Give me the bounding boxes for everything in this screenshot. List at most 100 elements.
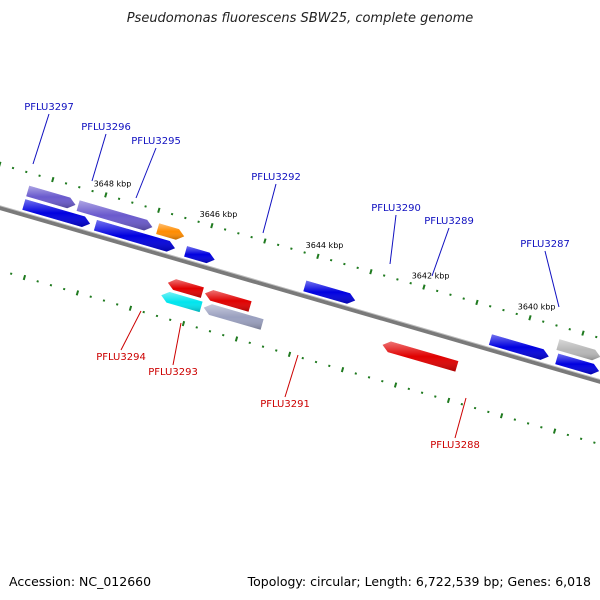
gene-label-PFLU3290[interactable]: PFLU3290 — [371, 203, 421, 214]
tick-outer — [170, 212, 174, 216]
tick-outer — [25, 170, 28, 174]
tick-inner — [434, 395, 437, 398]
tick-inner — [314, 360, 318, 364]
tick-outer — [157, 207, 161, 213]
tick-inner — [22, 274, 27, 281]
gene-g_f2d[interactable] — [555, 353, 600, 375]
tick-outer — [290, 247, 293, 250]
gene-g_r1a[interactable] — [167, 279, 204, 298]
tick-inner — [75, 290, 80, 296]
gene-arrow-shading — [93, 220, 175, 252]
tick-outer — [64, 182, 68, 185]
gene-arrow-shading — [167, 279, 204, 298]
gene-leader-line — [172, 322, 182, 366]
gene-arrow-shading — [22, 199, 91, 227]
gene-PFLU3289[interactable] — [556, 339, 600, 361]
tick-outer — [210, 222, 214, 229]
gene-arrow-shading — [156, 223, 185, 240]
tick-inner — [499, 413, 504, 419]
gene-g_f2a[interactable] — [22, 199, 91, 227]
gene-arrow-shading — [184, 246, 215, 264]
tick-inner — [49, 283, 53, 287]
tick-outer — [356, 266, 359, 270]
tick-outer — [329, 258, 333, 262]
tick-inner — [513, 418, 517, 421]
gene-label-PFLU3295[interactable]: PFLU3295 — [131, 136, 181, 147]
tick-outer — [51, 176, 55, 183]
tick-outer — [568, 328, 571, 331]
tick-outer — [595, 335, 598, 339]
accession-label: Accession: NC_012660 — [9, 574, 151, 589]
tick-inner — [261, 345, 265, 348]
gene-g_r1b[interactable] — [205, 290, 252, 312]
gene-leader-line — [431, 227, 450, 277]
tick-outer — [91, 189, 94, 193]
gene-leader-line — [544, 250, 560, 308]
tick-inner — [115, 303, 119, 306]
gene-arrow-shading — [205, 290, 252, 312]
tick-outer — [581, 330, 585, 336]
tick-inner — [420, 391, 424, 394]
tick-outer — [237, 232, 240, 235]
gene-label-PFLU3289[interactable]: PFLU3289 — [424, 216, 474, 227]
tick-inner — [354, 372, 358, 375]
tick-outer — [449, 293, 452, 296]
tick-inner — [328, 364, 331, 368]
tick-outer — [250, 235, 253, 239]
gene-label-PFLU3287[interactable]: PFLU3287 — [520, 239, 570, 250]
gene-PFLU3295[interactable] — [156, 223, 185, 240]
gene-arrow-shading — [26, 185, 76, 209]
tick-outer — [502, 308, 505, 312]
tick-inner — [473, 406, 477, 410]
gene-g_f2c[interactable] — [184, 246, 215, 264]
tick-inner — [487, 410, 490, 414]
gene-label-PFLU3292[interactable]: PFLU3292 — [251, 172, 301, 183]
gene-label-PFLU3294[interactable]: PFLU3294 — [96, 352, 146, 363]
kbp-label: 3644 kbp — [306, 241, 344, 250]
gene-arrow-shading — [76, 200, 153, 231]
label-layer: PFLU3297PFLU3296PFLU3295PFLU3292PFLU3290… — [24, 102, 570, 451]
tick-outer — [369, 269, 373, 275]
tick-inner — [248, 341, 251, 345]
tick-inner — [208, 330, 212, 333]
tick-inner — [142, 310, 145, 314]
genome-summary: Topology: circular; Length: 6,722,539 bp… — [247, 574, 591, 589]
gene-label-PFLU3288[interactable]: PFLU3288 — [430, 440, 480, 451]
gene-label-PFLU3296[interactable]: PFLU3296 — [81, 122, 131, 133]
tick-outer — [184, 216, 187, 220]
gene-PFLU3296[interactable] — [76, 200, 153, 231]
gene-PFLU3293[interactable] — [203, 304, 264, 330]
tick-outer — [396, 278, 399, 281]
tick-inner — [381, 379, 384, 383]
gene-PFLU3292[interactable] — [303, 280, 356, 304]
gene-PFLU3297[interactable] — [26, 185, 76, 209]
gene-arrow-shading — [488, 334, 549, 360]
gene-label-PFLU3293[interactable]: PFLU3293 — [148, 367, 198, 378]
kbp-label: 3642 kbp — [412, 272, 450, 281]
tick-inner — [593, 441, 596, 444]
gene-leader-line — [135, 147, 157, 199]
gene-g_f2b[interactable] — [93, 220, 175, 252]
tick-inner — [168, 318, 172, 322]
gene-arrow-shading — [555, 353, 600, 375]
tick-outer — [263, 238, 267, 244]
tick-outer — [541, 320, 545, 323]
gene-label-PFLU3291[interactable]: PFLU3291 — [260, 399, 310, 410]
gene-PFLU3294[interactable] — [161, 292, 203, 313]
gene-leader-line — [120, 310, 142, 351]
tick-outer — [528, 315, 532, 321]
gene-arrow-shading — [556, 339, 600, 361]
gene-PFLU3290[interactable] — [488, 334, 549, 360]
tick-inner — [287, 351, 292, 357]
gene-arrow-shading — [303, 280, 356, 304]
tick-outer — [343, 262, 346, 266]
gene-leader-line — [91, 133, 107, 182]
tick-outer — [11, 166, 15, 170]
gene-PFLU3291[interactable] — [382, 341, 459, 372]
tick-outer — [462, 297, 465, 300]
tick-outer — [435, 289, 439, 293]
tick-inner — [89, 295, 92, 298]
gene-label-PFLU3297[interactable]: PFLU3297 — [24, 102, 74, 113]
tick-inner — [36, 280, 39, 283]
